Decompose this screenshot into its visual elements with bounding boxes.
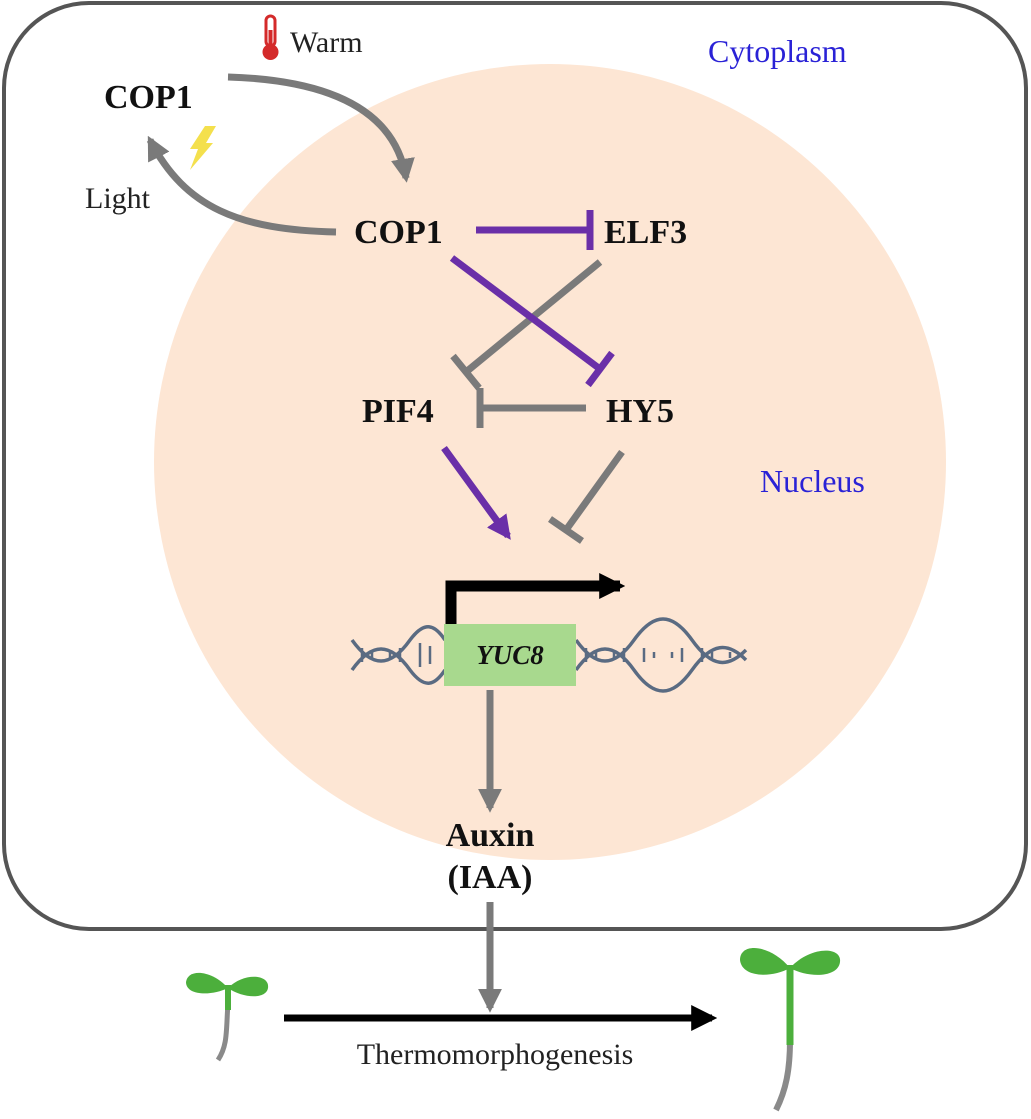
tall-seedling-icon [740, 948, 841, 1112]
transcription-start-arrow [445, 573, 626, 628]
elf3-label: ELF3 [604, 214, 687, 251]
yuc8-gene-box [444, 624, 576, 686]
lightning-icon [190, 126, 216, 170]
auxin-label: Auxin [446, 817, 535, 854]
light-label: Light [85, 182, 151, 215]
cop1-inhibits-hy5 [449, 255, 615, 388]
small-seedling-icon [186, 972, 269, 1062]
pif4-activates-yuc8-arrow [441, 445, 511, 540]
warm-translocation-arrow [227, 73, 415, 183]
hy5-label: HY5 [606, 393, 674, 430]
nucleus-region [154, 64, 946, 860]
auxin-iaa-label: (IAA) [448, 859, 533, 896]
cytoplasm-label: Cytoplasm [708, 33, 847, 69]
warm-label: Warm [290, 26, 363, 59]
cop1-nucleus-label: COP1 [354, 214, 443, 251]
hy5-inhibits-pif4 [476, 388, 586, 428]
cop1-cytoplasm-label: COP1 [104, 79, 193, 116]
light-export-arrow [146, 135, 337, 236]
pif4-label: PIF4 [362, 393, 434, 430]
thermometer-icon [262, 14, 279, 60]
yuc8-label: YUC8 [476, 640, 544, 670]
thermomorphogenesis-label: Thermomorphogenesis [357, 1038, 634, 1071]
cop1-inhibits-elf3 [476, 210, 594, 250]
nucleus-label: Nucleus [760, 463, 865, 499]
dna-helix-icon [350, 617, 748, 693]
hy5-inhibits-yuc8 [548, 449, 625, 544]
